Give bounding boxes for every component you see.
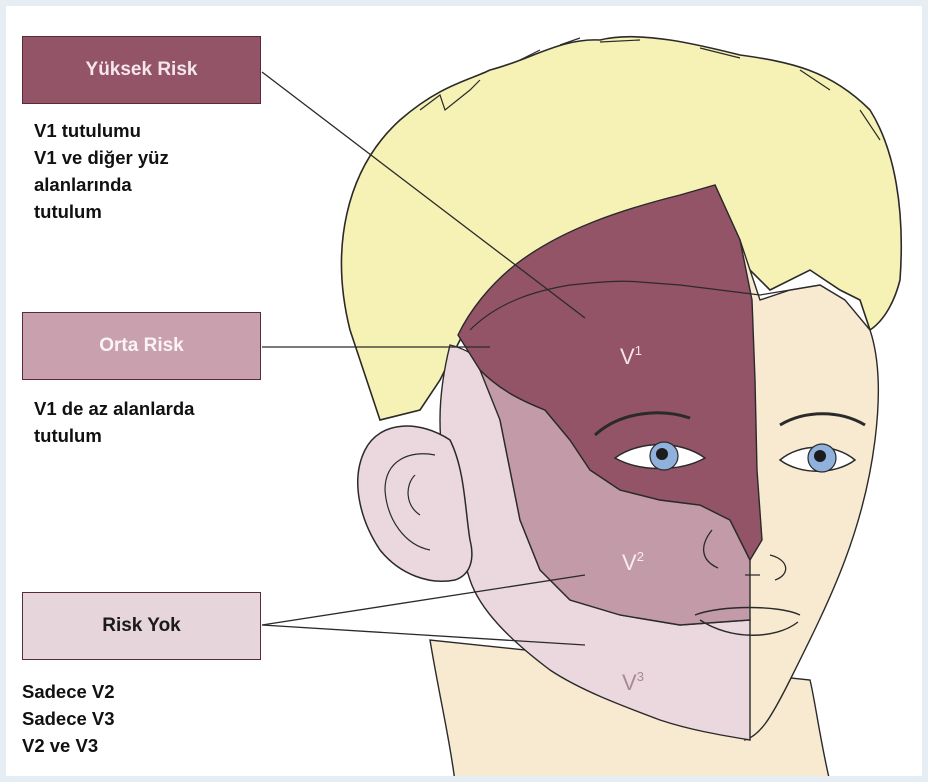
no-risk-line: Sadece V3 [22,705,115,732]
medium-risk-box: Orta Risk [22,312,261,380]
no-risk-box: Risk Yok [22,592,261,660]
no-risk-description: Sadece V2 Sadece V3 V2 ve V3 [22,678,115,759]
high-risk-label: Yüksek Risk [86,59,198,81]
high-risk-line: tutulum [34,198,169,225]
medium-risk-label: Orta Risk [99,335,183,357]
no-risk-line: V2 ve V3 [22,732,115,759]
high-risk-line: alanlarında [34,171,169,198]
high-risk-line: V1 tutulumu [34,117,169,144]
no-risk-label: Risk Yok [102,615,181,637]
medium-risk-line: tutulum [34,422,194,449]
medium-risk-line: V1 de az alanlarda [34,395,194,422]
medium-risk-description: V1 de az alanlarda tutulum [34,395,194,449]
high-risk-line: V1 ve diğer yüz [34,144,169,171]
high-risk-box: Yüksek Risk [22,36,261,104]
high-risk-description: V1 tutulumu V1 ve diğer yüz alanlarında … [34,117,169,225]
no-risk-line: Sadece V2 [22,678,115,705]
ear [358,426,472,581]
